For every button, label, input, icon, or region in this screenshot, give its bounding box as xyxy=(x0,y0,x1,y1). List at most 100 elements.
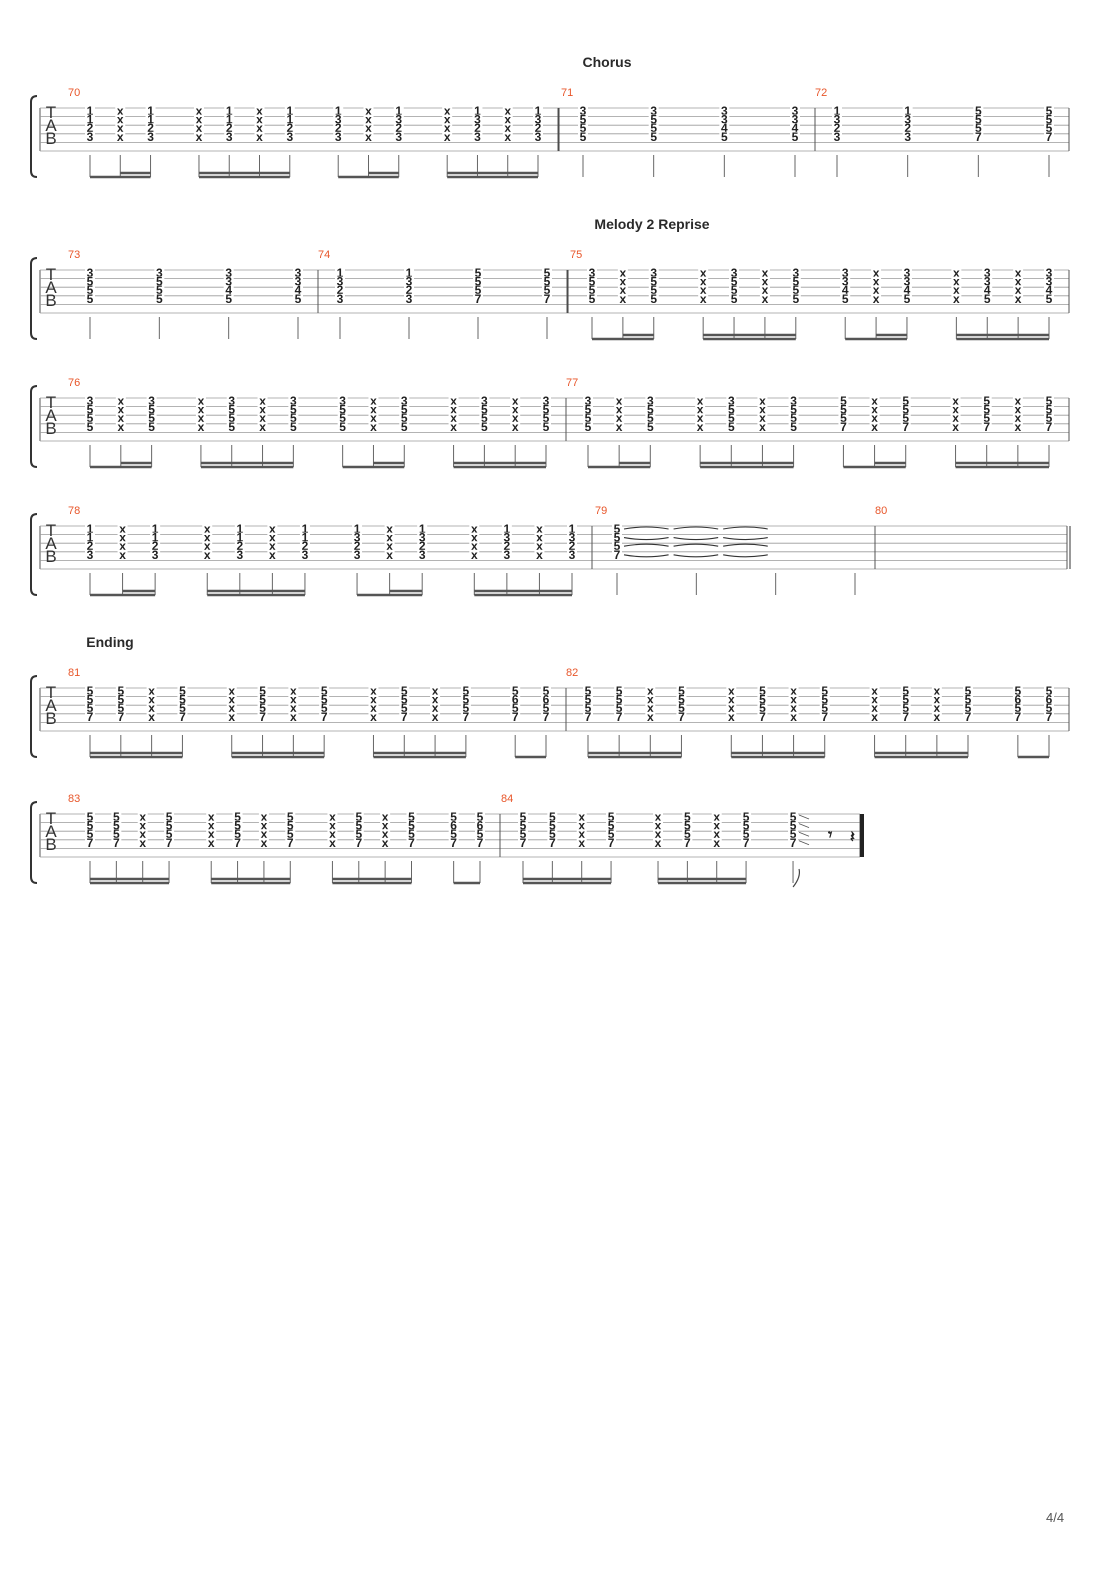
fret-mask xyxy=(284,106,295,115)
dead-note: x xyxy=(382,836,389,850)
fret-mask xyxy=(473,276,483,286)
fret-number: 3 xyxy=(792,104,799,118)
fret-number: 7 xyxy=(463,710,470,724)
fret-mask xyxy=(1044,703,1054,713)
fret-mask xyxy=(1013,285,1024,295)
fret-mask xyxy=(475,837,485,847)
fret-number: 3 xyxy=(401,394,408,408)
fret-number: 3 xyxy=(585,394,592,408)
fret-number: 5 xyxy=(481,411,488,425)
fret-mask xyxy=(729,293,740,303)
fret-mask xyxy=(115,413,126,423)
fret-number: 3 xyxy=(395,113,402,127)
fret-mask xyxy=(963,686,974,695)
fret-number: 5 xyxy=(1046,113,1053,127)
fret-mask xyxy=(327,829,338,839)
fret-number: 5 xyxy=(650,292,657,306)
fret-mask xyxy=(288,711,299,721)
fret-number: 7 xyxy=(259,710,266,724)
fret-mask xyxy=(645,421,656,431)
fret-mask xyxy=(759,268,770,277)
fret-number: 5 xyxy=(608,819,615,833)
fret-mask xyxy=(327,837,338,847)
fret-mask xyxy=(234,524,245,533)
fret-number: 7 xyxy=(1046,130,1053,144)
fret-number: 3 xyxy=(290,394,297,408)
fret-number: 5 xyxy=(290,403,297,417)
fret-number: 5 xyxy=(585,684,592,698)
fret-mask xyxy=(981,413,992,423)
dead-note: x xyxy=(620,283,627,297)
fret-number: 6 xyxy=(512,693,519,707)
tie-arc xyxy=(623,543,669,547)
fret-mask xyxy=(788,686,799,695)
fret-mask xyxy=(417,541,428,551)
fret-number: 2 xyxy=(87,539,94,553)
fret-mask xyxy=(234,541,245,551)
fret-number: 5 xyxy=(840,394,847,408)
fret-number: 5 xyxy=(975,121,982,135)
dead-note: x xyxy=(269,522,276,536)
fret-number: 5 xyxy=(975,104,982,118)
dead-note: x xyxy=(616,411,623,425)
fret-number: 3 xyxy=(339,394,346,408)
fret-mask xyxy=(404,268,414,277)
fret-mask xyxy=(85,686,95,695)
fret-number: 5 xyxy=(87,411,94,425)
fret-number: 3 xyxy=(647,394,654,408)
fret-mask xyxy=(417,549,428,559)
dead-note: x xyxy=(444,113,451,127)
tab-clef-letter: T xyxy=(46,809,56,828)
bar-number: 81 xyxy=(68,667,80,679)
fret-mask xyxy=(226,711,237,721)
fret-mask xyxy=(115,106,126,115)
fret-number: 5 xyxy=(616,701,623,715)
fret-number: 5 xyxy=(295,292,302,306)
fret-mask xyxy=(741,812,752,821)
dead-note: x xyxy=(578,810,585,824)
fret-mask xyxy=(788,413,799,423)
fret-mask xyxy=(384,532,395,542)
dead-note: x xyxy=(700,275,707,289)
fret-number: 5 xyxy=(87,292,94,306)
note-flag xyxy=(792,868,801,888)
fret-number: 3 xyxy=(226,130,233,144)
fret-mask xyxy=(502,106,513,115)
fret-mask xyxy=(353,812,364,821)
fret-mask xyxy=(698,268,709,277)
fret-number: 5 xyxy=(585,403,592,417)
fret-mask xyxy=(869,404,880,414)
dead-note: x xyxy=(873,292,880,306)
tab-clef-letter: A xyxy=(45,534,57,553)
fret-number: 5 xyxy=(520,827,527,841)
fret-number: 7 xyxy=(234,836,241,850)
eighth-rest: 𝄾 xyxy=(827,825,833,844)
fret-number: 3 xyxy=(834,130,841,144)
fret-mask xyxy=(612,524,622,533)
dead-note: x xyxy=(790,701,797,715)
dead-note: x xyxy=(790,710,797,724)
dead-note: x xyxy=(119,539,126,553)
dead-note: x xyxy=(700,283,707,297)
fret-number: 3 xyxy=(354,531,361,545)
dead-note: x xyxy=(365,121,372,135)
fret-mask xyxy=(257,413,268,423)
fret-mask xyxy=(510,711,521,721)
fret-mask xyxy=(442,123,453,133)
fret-number: 5 xyxy=(148,403,155,417)
fret-mask xyxy=(404,285,414,295)
fret-mask xyxy=(981,404,992,414)
fret-mask xyxy=(472,106,483,115)
fret-mask xyxy=(335,285,345,295)
bar-number: 82 xyxy=(566,667,578,679)
bar-number: 83 xyxy=(68,793,80,805)
fret-mask xyxy=(202,549,213,559)
fret-mask xyxy=(869,703,880,713)
dead-note: x xyxy=(1015,266,1022,280)
fret-number: 5 xyxy=(321,684,328,698)
fret-mask xyxy=(333,106,344,115)
page-number: 4/4 xyxy=(1046,1510,1065,1525)
dead-note: x xyxy=(616,403,623,417)
fret-number: 1 xyxy=(87,531,94,545)
fret-number: 5 xyxy=(179,684,186,698)
